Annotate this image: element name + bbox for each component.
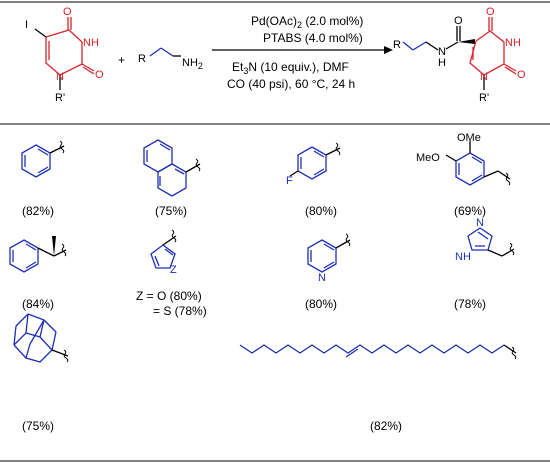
amine-nh2: NH2: [182, 57, 203, 71]
reactant-amine: [149, 47, 174, 57]
label-meo-left: MeO: [416, 152, 440, 164]
substrate-dimethoxyphenethyl: [445, 141, 511, 186]
label-fluorine: F: [286, 175, 293, 187]
reactant1-o-top: O: [63, 6, 72, 18]
iodine-label: I: [25, 19, 28, 31]
product-amide-n: N: [438, 46, 446, 58]
attachment-marks: [59, 140, 517, 363]
yield-methylbenzyl: (84%): [22, 297, 54, 311]
yield-phenyl: (82%): [22, 204, 54, 218]
product-amide-h: H: [438, 57, 446, 69]
condition-base: Et3N (10 equiv.), DMF: [232, 60, 349, 76]
iodine-bond: [34, 28, 47, 38]
product-r-prime: R': [479, 92, 489, 104]
yield-imidazolyl: (78%): [454, 297, 486, 311]
yield-heteroaryl-s: = S (78%): [153, 304, 207, 318]
plus-sign: +: [118, 53, 125, 67]
reactant1-nh: NH: [83, 37, 99, 49]
product-o-top: O: [486, 6, 495, 18]
substrate-phenyl: [21, 144, 65, 178]
yield-fluorophenyl: (80%): [305, 204, 337, 218]
label-pyridine-n: N: [318, 272, 326, 284]
substrate-pyridyl: [307, 239, 351, 273]
reactant1-n: N: [56, 71, 64, 83]
amine-r: R: [138, 53, 146, 65]
substrate-imidazolyl: [467, 227, 515, 257]
product-r: R: [393, 39, 401, 51]
yield-oleyl: (82%): [370, 419, 402, 433]
product: [402, 17, 517, 90]
substrate-fluorophenyl: [289, 146, 341, 180]
methyl-wedge: [52, 236, 56, 256]
reactant-iodouracil: [45, 17, 95, 76]
label-z: Z: [170, 264, 177, 276]
condition-ligand: PTABS (4.0 mol%): [263, 31, 363, 45]
product-nh: NH: [505, 37, 521, 49]
label-imidazole-n: N: [476, 217, 484, 229]
product-n: N: [480, 71, 488, 83]
product-amide-o: O: [454, 15, 463, 27]
yield-naphthyl: (75%): [155, 204, 187, 218]
substrate-oleyl: [239, 344, 517, 358]
substrate-adamantyl: [13, 313, 69, 363]
condition-co: CO (40 psi), 60 °C, 24 h: [227, 77, 355, 91]
substrate-methylbenzyl: [9, 239, 67, 273]
label-imidazole-nh: NH: [455, 251, 471, 263]
yield-adamantyl: (75%): [22, 419, 54, 433]
substrate-naphthyl: [143, 139, 201, 197]
product-o-right: O: [517, 69, 526, 81]
condition-catalyst: Pd(OAc)2 (2.0 mol%): [251, 14, 363, 30]
label-ome-top: OMe: [457, 132, 481, 144]
reactant1-r-prime: R': [55, 92, 65, 104]
reactant1-o-right: O: [95, 69, 104, 81]
reaction-arrowhead: [384, 46, 393, 54]
yield-dimethoxyphenethyl: (69%): [454, 204, 486, 218]
yield-heteroaryl-o: Z = O (80%): [136, 289, 202, 303]
yield-pyridyl: (80%): [305, 297, 337, 311]
